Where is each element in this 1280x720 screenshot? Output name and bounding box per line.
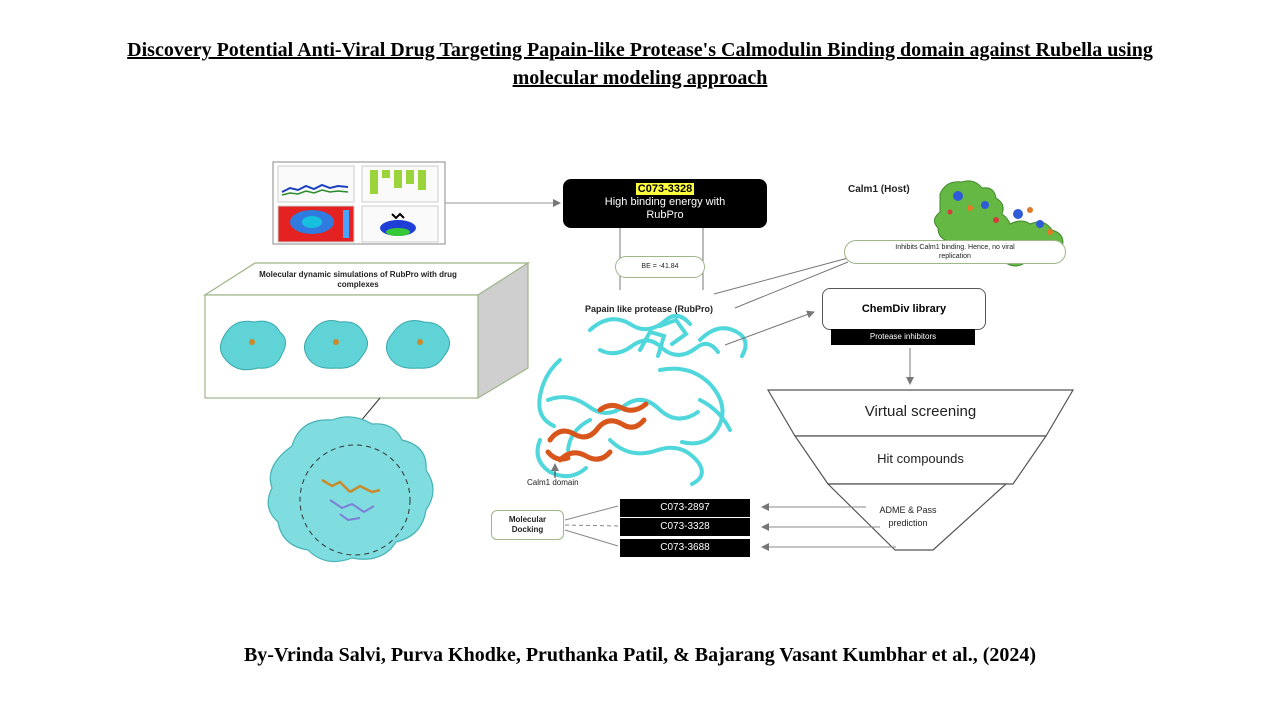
molecular-docking-text: Molecular Docking [508,515,547,534]
hit-compound-1: C073-2897 [620,499,750,517]
funnel-virtual-screening: Virtual screening [864,403,977,420]
title-line-2: molecular modeling approach [512,67,768,89]
chemdiv-library-box: ChemDiv library [822,288,986,330]
title-line-1: Discovery Potential Anti-Viral Drug Targ… [127,39,1153,61]
poster-title: Discovery Potential Anti-Viral Drug Targ… [20,36,1260,92]
inhibits-calm1-pill: Inhibits Calm1 binding. Hence, no viral … [844,240,1066,264]
docked-protein-surface [267,416,434,563]
calm1-domain-label: Calm1 domain [527,478,579,487]
hit-compound-3: C073-3688 [620,539,750,557]
inhibits-calm1-text: Inhibits Calm1 binding. Hence, no viral … [895,244,1015,260]
funnel-hit-compounds: Hit compounds [877,451,964,466]
protease-inhibitors-tag: Protease inhibitors [831,329,975,345]
chemdiv-title: ChemDiv library [861,303,947,315]
funnel-adme: ADME & Pass prediction [879,505,937,528]
molecular-docking-pill: Molecular Docking [491,510,564,540]
binding-energy-pill: BE = -41.84 [615,256,705,278]
author-byline: By-Vrinda Salvi, Purva Khodke, Pruthanka… [243,644,1037,666]
hit-compound-2: C073-3328 [620,518,750,536]
md-plots-panel [272,161,446,245]
top-compound-box: C073-3328 High binding energy with RubPr… [563,179,767,228]
rubpro-cartoon-structure [535,313,748,486]
top-compound-id: C073-3328 [635,183,695,195]
calm1-host-label: Calm1 (Host) [848,184,910,195]
top-compound-text: High binding energy with RubPro [604,196,726,221]
protease-label: Papain like protease (RubPro) [585,304,714,314]
md-simulation-box [202,261,531,400]
md-simulation-label: Molecular dynamic simulations of RubPro … [259,270,457,289]
screening-funnel [766,389,1075,551]
